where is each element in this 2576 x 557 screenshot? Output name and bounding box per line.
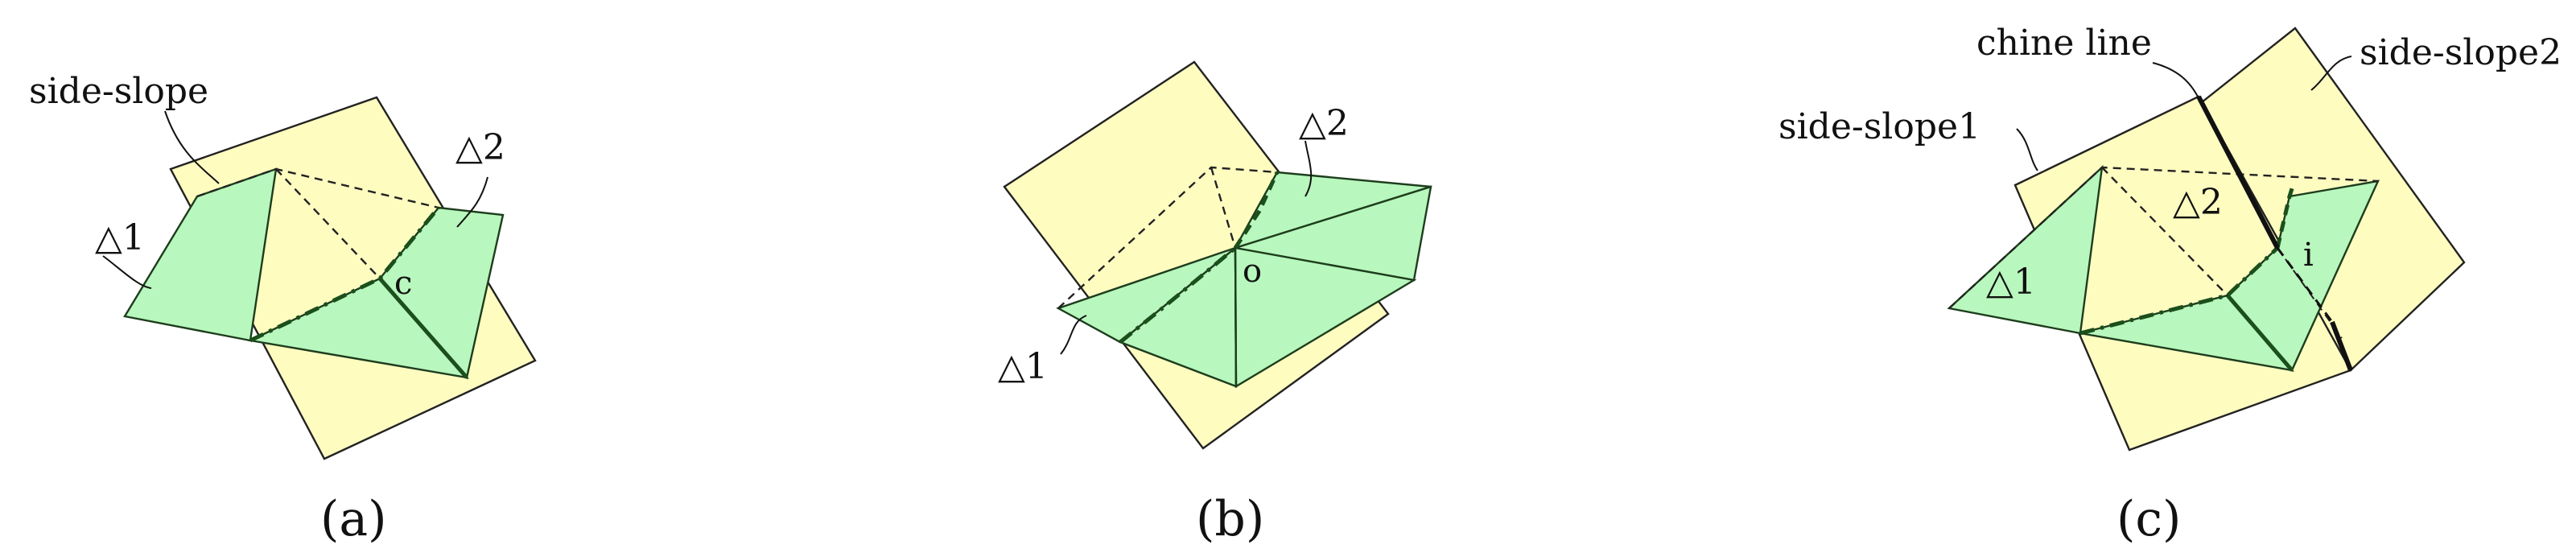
label-point-c: c <box>394 265 412 302</box>
panel-c: chine line side-slope1 side-slope2 △1 △2… <box>1778 23 2562 547</box>
chine-line <box>2330 320 2353 372</box>
leader-line <box>1304 140 1313 197</box>
label-triangle-2: △2 <box>455 127 505 168</box>
caption-a: (a) <box>320 491 387 547</box>
caption-c: (c) <box>2116 491 2181 547</box>
hidden-edge <box>1210 167 1237 249</box>
label-point-o: o <box>1243 253 1262 290</box>
leader-line <box>2152 62 2199 99</box>
leader-line <box>102 255 152 289</box>
leader-line <box>456 176 488 228</box>
panel-b: △2 △1 o (b) <box>998 60 1432 547</box>
hidden-edge <box>275 168 381 279</box>
hidden-edge <box>2101 167 2228 296</box>
label-triangle-1: △1 <box>1986 262 2036 303</box>
panel-a: side-slope △1 △2 c (a) <box>29 71 537 547</box>
leader-line <box>1060 315 1087 355</box>
label-triangle-1: △1 <box>998 346 1048 387</box>
label-chine-line: chine line <box>1976 23 2152 64</box>
intersection-line <box>1233 171 1280 250</box>
ridge-line <box>378 277 468 379</box>
label-triangle-2: △2 <box>1299 103 1349 144</box>
chine-line <box>2196 95 2280 250</box>
ridge-line <box>2226 294 2294 372</box>
label-side-slope: side-slope <box>29 71 208 112</box>
leader-line <box>2016 128 2038 171</box>
triangle-1-plane <box>1947 164 2104 335</box>
leader-line <box>164 110 220 184</box>
intersection-line <box>2275 183 2296 249</box>
caption-b: (b) <box>1196 491 1264 547</box>
label-point-i: i <box>2303 237 2314 274</box>
intersection-line <box>2079 246 2279 336</box>
ridge-edge <box>1234 247 1238 387</box>
label-side-slope-1: side-slope1 <box>1778 106 1980 147</box>
label-triangle-2: △2 <box>2173 182 2223 223</box>
label-triangle-1: △1 <box>95 217 145 258</box>
leader-line <box>2310 56 2352 91</box>
label-side-slope-2: side-slope2 <box>2360 32 2562 73</box>
